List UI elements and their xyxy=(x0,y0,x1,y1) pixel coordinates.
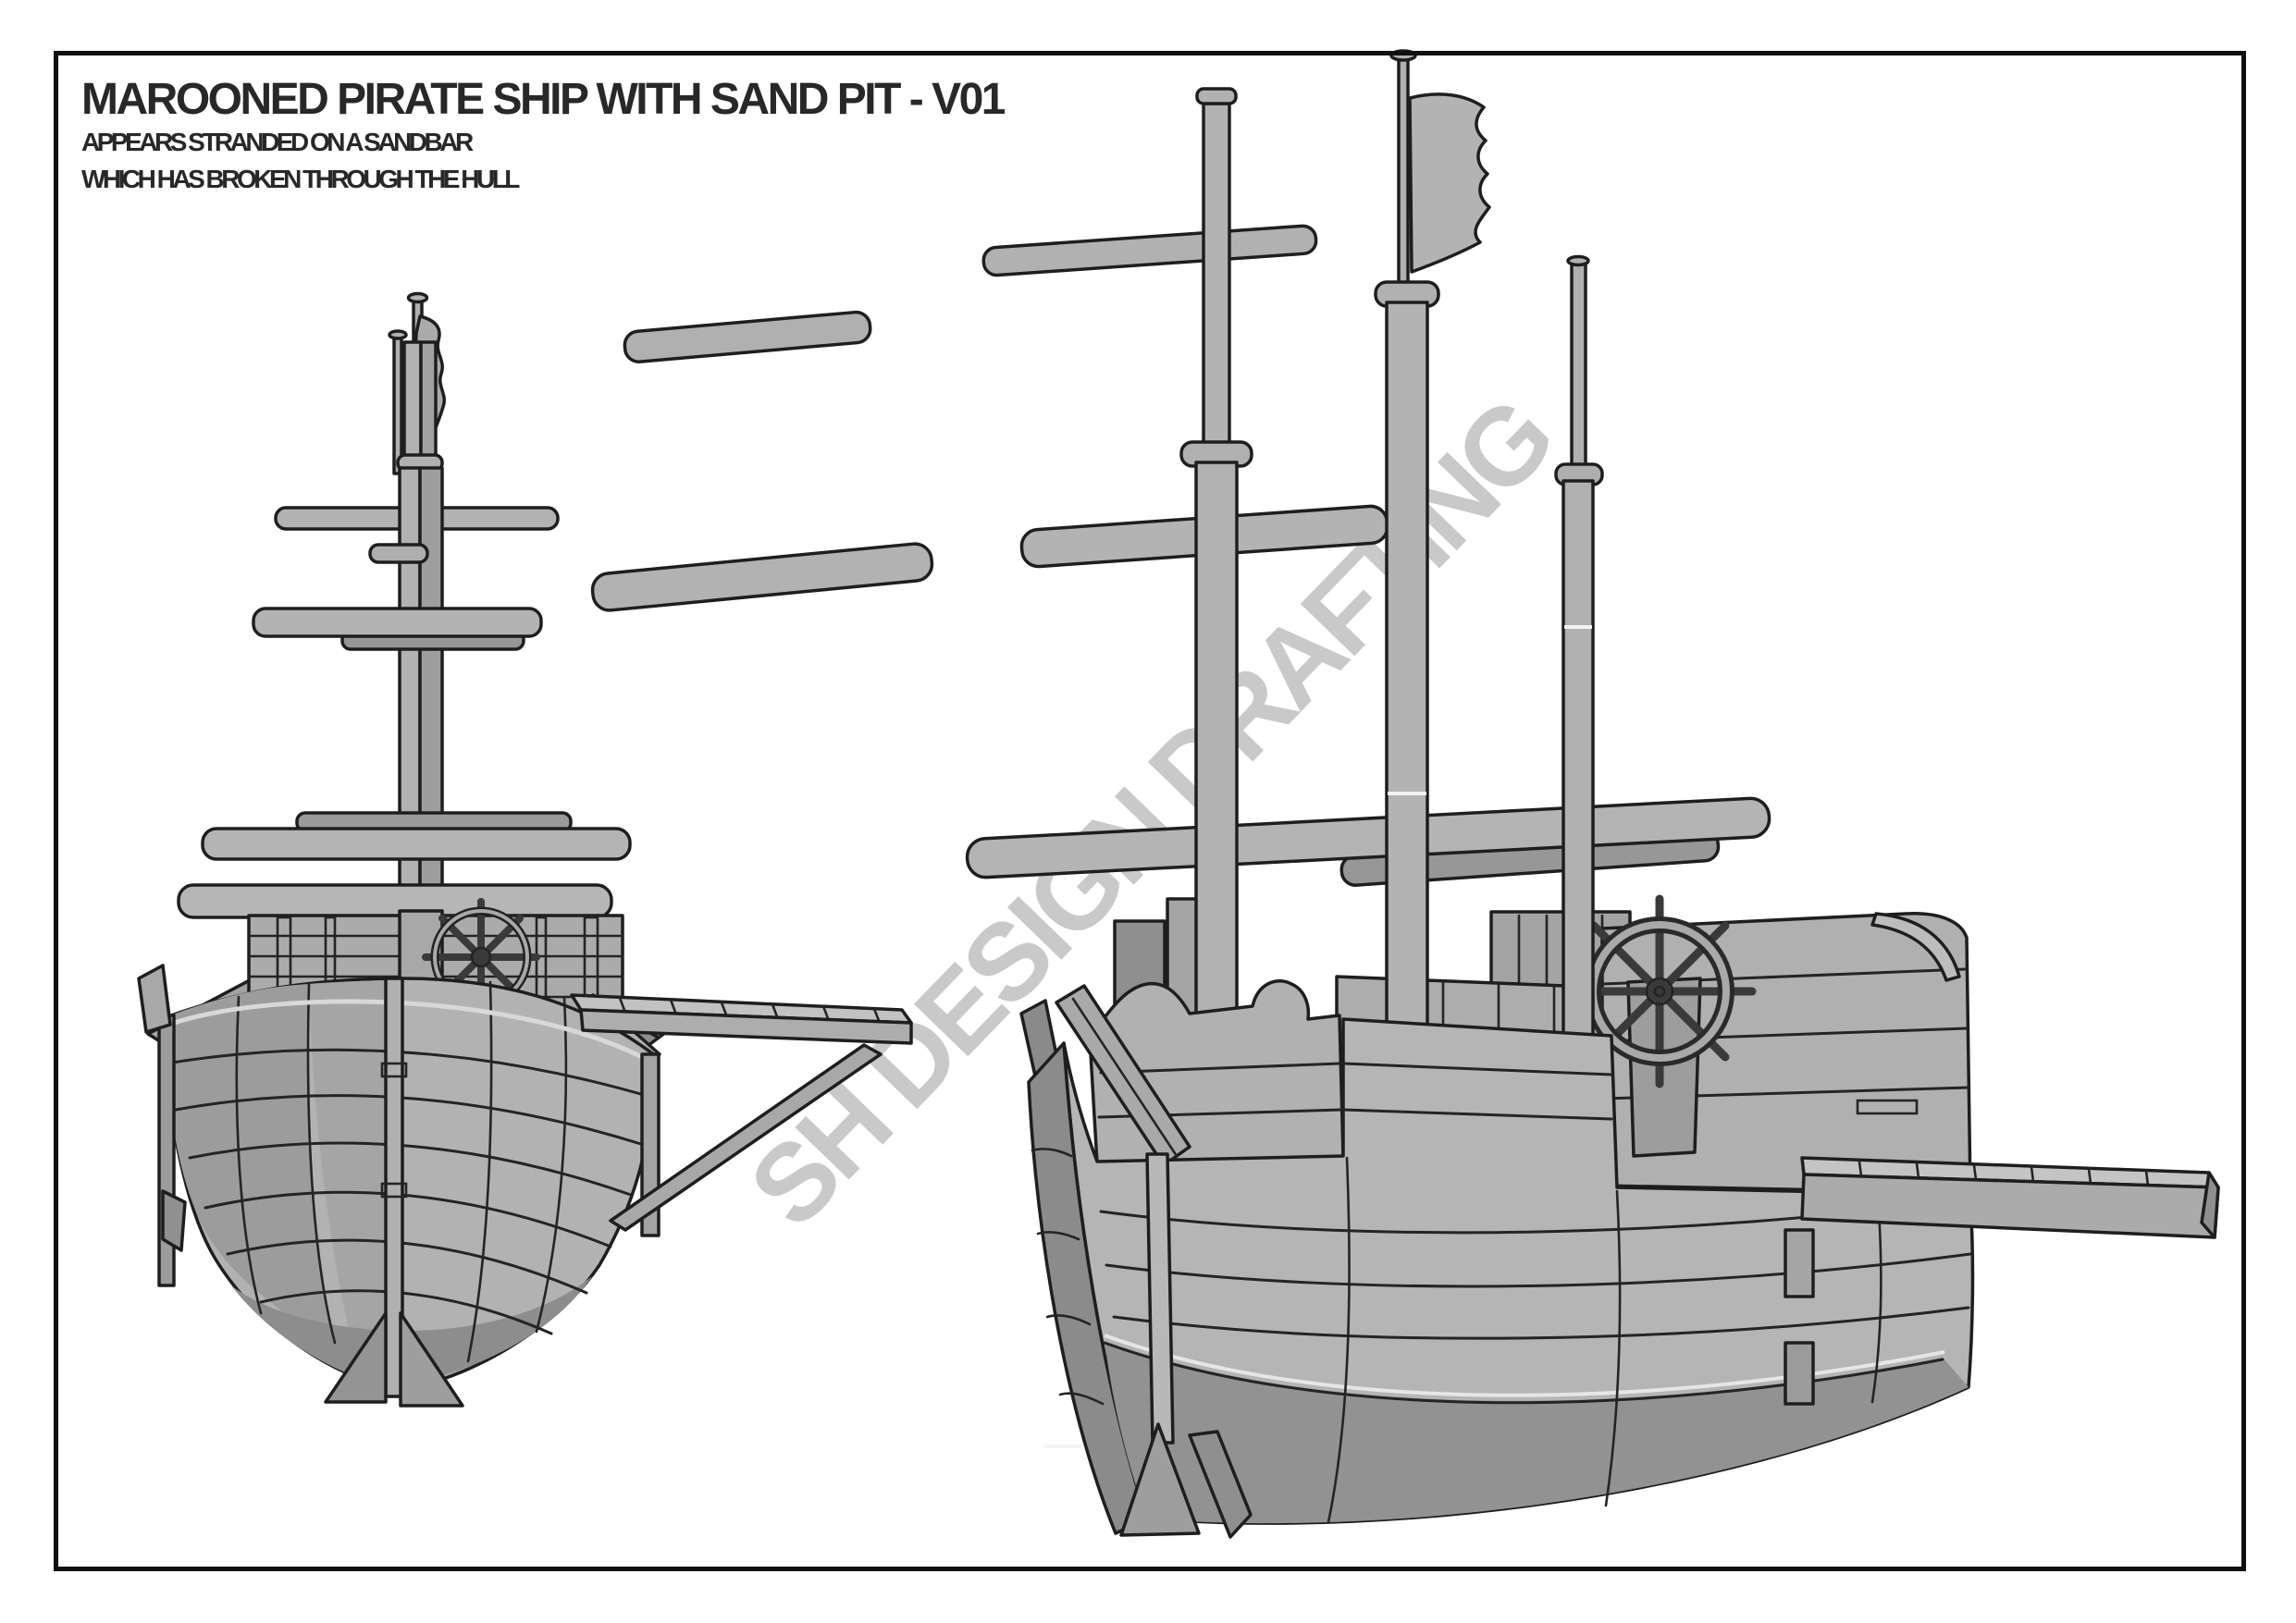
flag xyxy=(1408,92,1491,274)
mast-and-yards xyxy=(177,340,632,919)
keel-fins xyxy=(137,964,660,1408)
pirate-ship-perspective-view xyxy=(590,49,2220,1539)
subtitle-line-2: WHICH HAS BROKEN THROUGH THE HULL xyxy=(81,165,520,193)
hull xyxy=(1027,1017,1975,1535)
forecastle xyxy=(1019,979,1345,1167)
subtitle-line-1: APPEARS STRANDED ON A SANDBAR xyxy=(81,128,474,156)
page-title: MAROONED PIRATE SHIP WITH SAND PIT - V01 xyxy=(81,75,1006,124)
pirate-ship-bow-view xyxy=(137,291,913,1408)
keel-fins xyxy=(1119,1422,1253,1539)
boarding-plank xyxy=(1784,1156,2220,1406)
masts xyxy=(1179,49,1604,1155)
boarding-plank xyxy=(570,993,913,1232)
title-block: MAROONED PIRATE SHIP WITH SAND PIT - V01… xyxy=(81,75,1006,198)
